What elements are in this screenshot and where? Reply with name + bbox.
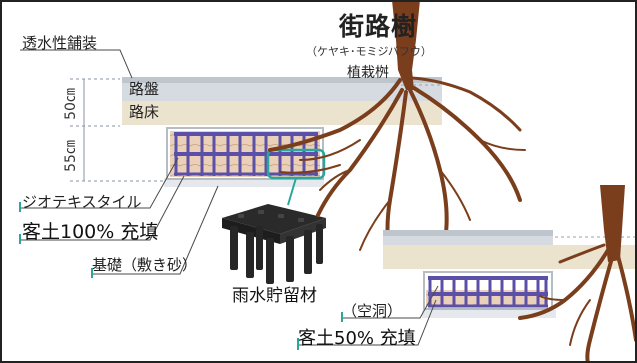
dimension-55cm: 55㎝ [62, 140, 79, 172]
dimension-50cm: 50㎝ [62, 88, 79, 120]
street-tree-roots [268, 0, 526, 257]
permeable-pavement-label: 透水性舗装 [22, 34, 98, 52]
pavement-layer [122, 77, 442, 83]
roadbase-label: 路盤 [129, 80, 160, 98]
subgrade-label: 路床 [129, 103, 160, 121]
rainwater-storage-label: 雨水貯留材 [232, 286, 317, 306]
planting-box-label: 植栽桝 [347, 65, 389, 81]
roadbase-layer [122, 83, 442, 101]
foundation-label: 基礎（敷き砂） [92, 256, 198, 274]
storage-module-frame [174, 132, 318, 176]
tree-title: 街路樹 [339, 12, 418, 41]
soil-fill-50-label: 客土50% 充填 [298, 328, 416, 349]
second-tree-roots [518, 185, 637, 363]
dimension-lines [70, 78, 164, 182]
tree-species-subtitle: （ケヤキ･モミジバフウ） [306, 45, 432, 58]
soil-fill-100-label: 客土100% 充填 [22, 221, 159, 243]
rainwater-storage-unit-illustration [222, 204, 326, 284]
leader-lines [20, 49, 297, 275]
geotextile-label: ジオテキスタイル [22, 193, 142, 211]
secondary-section [297, 230, 637, 350]
foundation-layer [164, 178, 324, 187]
void-label: （空洞） [342, 302, 403, 320]
